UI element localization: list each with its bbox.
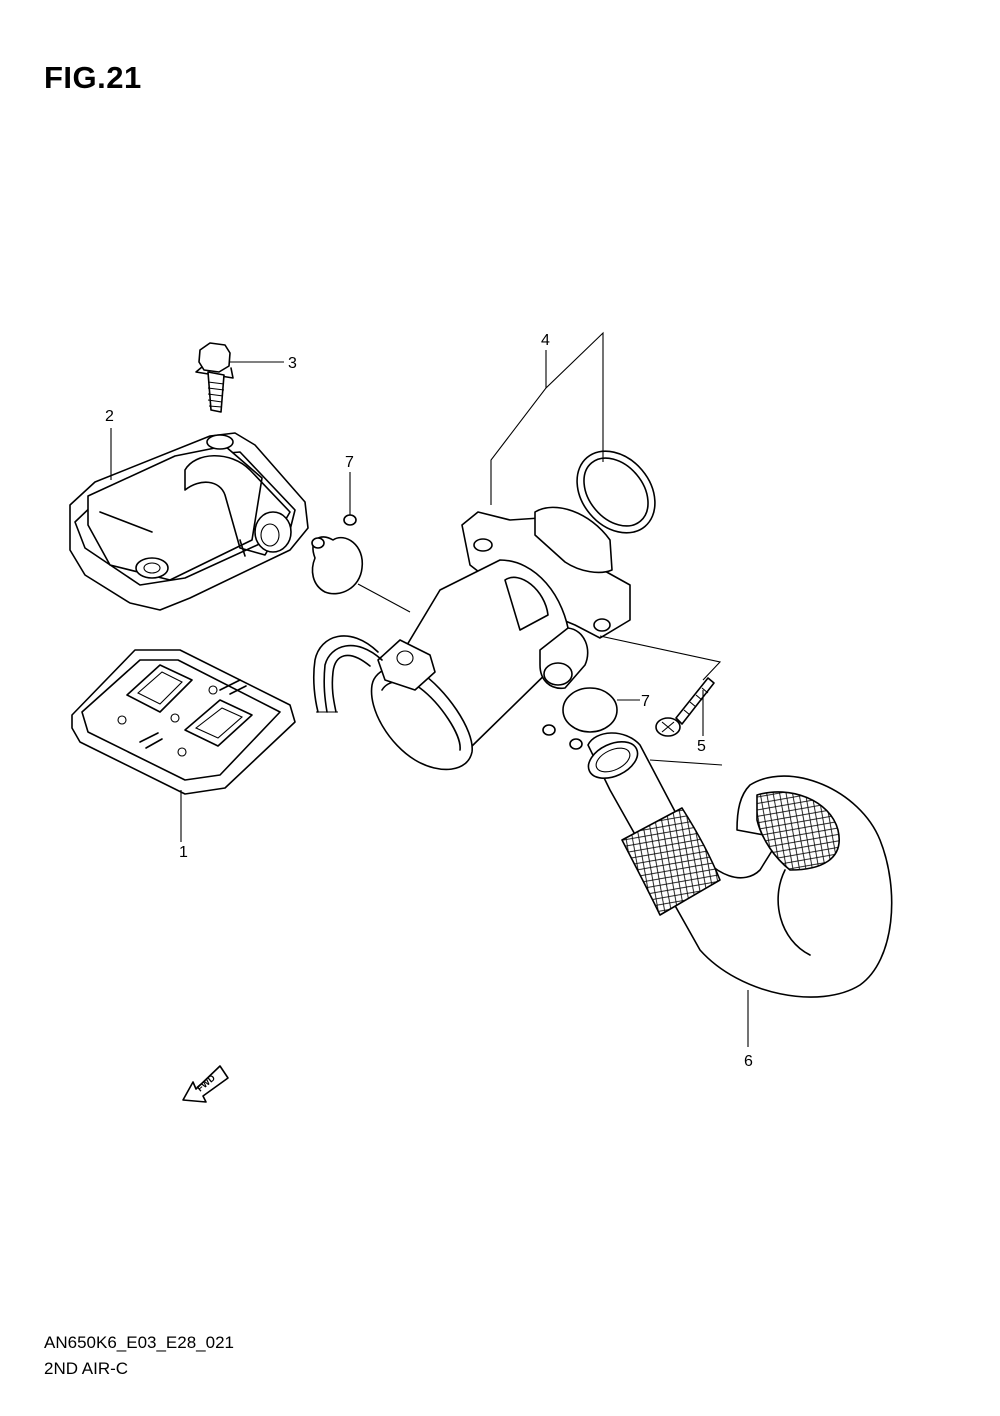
figure-title: FIG.21 <box>44 60 142 95</box>
drawing-code: AN650K6_E03_E28_021 <box>44 1333 234 1352</box>
seal-lower <box>542 687 618 750</box>
callout-1: 1 <box>179 844 188 861</box>
callout-7-lower: 7 <box>641 693 650 710</box>
o-ring <box>576 450 656 534</box>
callout-3: 3 <box>288 355 297 372</box>
leader-lines <box>110 331 749 1047</box>
fwd-arrow-icon: FWD <box>182 1065 229 1103</box>
callout-6: 6 <box>744 1053 753 1070</box>
drawing-name: 2ND AIR-C <box>44 1359 129 1378</box>
valve-cover <box>69 432 309 611</box>
callout-2: 2 <box>105 408 114 425</box>
callout-5: 5 <box>697 738 706 755</box>
screw <box>655 677 715 737</box>
bolt <box>195 342 234 413</box>
seal-upper <box>311 514 363 595</box>
reed-gasket <box>71 649 296 795</box>
callout-7-upper: 7 <box>345 454 354 471</box>
hose <box>587 732 893 998</box>
callout-4: 4 <box>541 332 550 349</box>
solenoid-valve <box>312 506 631 771</box>
